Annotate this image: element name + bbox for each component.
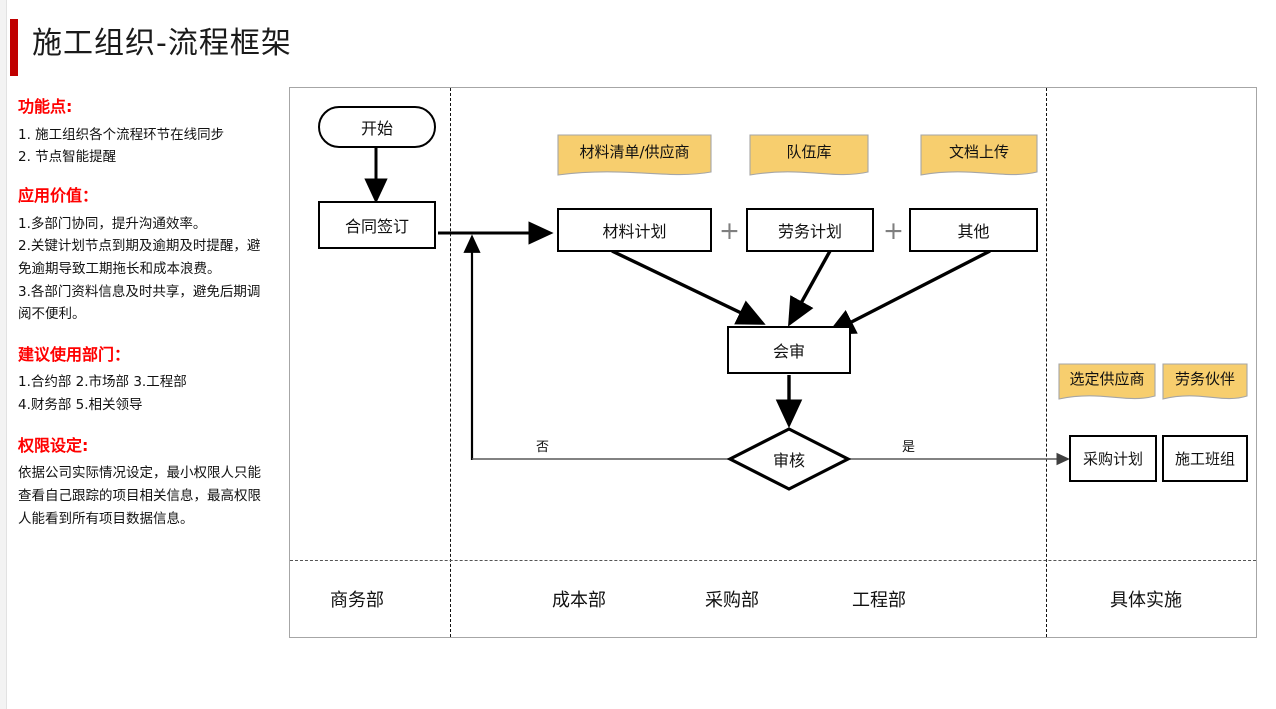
- features-line-2: 2. 节点智能提醒: [18, 149, 117, 166]
- features-line-1: 1. 施工组织各个流程环节在线同步: [18, 126, 225, 143]
- sticky-labor-partner-label: 劳务伙伴: [1174, 369, 1235, 388]
- node-other-plan-label: 其他: [957, 222, 990, 241]
- lane-caption-engineering: 工程部: [852, 590, 906, 611]
- page-gutter: [0, 0, 7, 709]
- node-approval-decision[interactable]: 审核: [727, 426, 851, 492]
- notes-section-permissions: 权限设定: 依据公司实际情况设定，最小权限人只能 查看自己跟踪的项目相关信息，最…: [18, 435, 284, 531]
- edge-label-no: 否: [536, 440, 550, 455]
- notes-panel: 功能点: 1. 施工组织各个流程环节在线同步 2. 节点智能提醒 应用价值： 1…: [18, 96, 284, 548]
- node-contract-signing[interactable]: 合同签订: [318, 201, 436, 249]
- sticky-material-list[interactable]: 材料清单/供应商: [557, 134, 712, 182]
- node-work-team[interactable]: 施工班组: [1162, 435, 1248, 482]
- node-start[interactable]: 开始: [318, 106, 436, 148]
- lane-divider-1: [450, 88, 451, 637]
- departments-heading: 建议使用部门：: [18, 344, 131, 364]
- sticky-team-library-label: 队伍库: [786, 142, 832, 161]
- notes-section-departments: 建议使用部门： 1.合约部 2.市场部 3.工程部 4.财务部 5.相关领导: [18, 344, 284, 417]
- flowchart-frame: 开始 合同签订 材料清单/供应商 队伍库: [289, 87, 1257, 638]
- lane-divider-2: [1046, 88, 1047, 637]
- node-start-label: 开始: [360, 119, 393, 138]
- flowchart-inner: 开始 合同签订 材料清单/供应商 队伍库: [290, 88, 1256, 637]
- sticky-select-supplier[interactable]: 选定供应商: [1058, 363, 1156, 405]
- sticky-material-list-label: 材料清单/供应商: [579, 142, 690, 161]
- value-line-1: 1.多部门协同，提升沟通效率。: [18, 215, 207, 232]
- sticky-document-upload[interactable]: 文档上传: [920, 134, 1038, 182]
- node-work-team-label: 施工班组: [1174, 450, 1235, 468]
- permissions-heading: 权限设定:: [18, 435, 89, 455]
- node-joint-review[interactable]: 会审: [727, 326, 851, 374]
- permissions-line-2: 查看自己跟踪的项目相关信息，最高权限: [18, 488, 261, 505]
- node-purchase-plan-label: 采购计划: [1082, 450, 1143, 468]
- node-labor-plan[interactable]: 劳务计划: [746, 208, 874, 252]
- node-material-plan[interactable]: 材料计划: [557, 208, 712, 252]
- value-line-4: 3.各部门资料信息及时共享，避免后期调: [18, 283, 261, 300]
- node-labor-plan-label: 劳务计划: [777, 222, 842, 241]
- title-accent-bar: [10, 19, 18, 76]
- operator-plus-1: +: [719, 216, 740, 245]
- sticky-document-upload-label: 文档上传: [948, 142, 1009, 161]
- edge-label-yes: 是: [902, 440, 916, 455]
- sticky-select-supplier-label: 选定供应商: [1069, 369, 1145, 388]
- node-other-plan[interactable]: 其他: [909, 208, 1038, 252]
- node-contract-signing-label: 合同签订: [344, 217, 409, 236]
- notes-section-value: 应用价值： 1.多部门协同，提升沟通效率。 2.关键计划节点到期及逾期及时提醒，…: [18, 185, 284, 326]
- page-title: 施工组织-流程框架: [32, 26, 292, 61]
- node-approval-decision-label: 审核: [772, 451, 805, 470]
- value-line-5: 阅不便利。: [18, 306, 86, 323]
- value-line-2: 2.关键计划节点到期及逾期及时提醒，避: [18, 238, 261, 255]
- features-heading: 功能点:: [18, 97, 73, 116]
- departments-line-1: 1.合约部 2.市场部 3.工程部: [18, 374, 187, 391]
- notes-section-features: 功能点: 1. 施工组织各个流程环节在线同步 2. 节点智能提醒: [18, 96, 284, 169]
- operator-plus-2: +: [883, 216, 904, 245]
- sticky-team-library[interactable]: 队伍库: [749, 134, 869, 182]
- permissions-line-1: 依据公司实际情况设定，最小权限人只能: [18, 465, 261, 482]
- value-heading: 应用价值：: [18, 185, 99, 205]
- lane-caption-business: 商务部: [330, 590, 384, 611]
- node-material-plan-label: 材料计划: [602, 222, 667, 241]
- node-joint-review-label: 会审: [772, 342, 805, 361]
- lane-caption-implementation: 具体实施: [1110, 590, 1182, 611]
- permissions-line-3: 人能看到所有项目数据信息。: [18, 510, 194, 527]
- departments-line-2: 4.财务部 5.相关领导: [18, 397, 143, 414]
- lane-caption-divider: [290, 560, 1256, 561]
- node-purchase-plan[interactable]: 采购计划: [1069, 435, 1157, 482]
- value-line-3: 免逾期导致工期拖长和成本浪费。: [18, 260, 221, 277]
- lane-caption-cost: 成本部: [552, 590, 606, 611]
- sticky-labor-partner[interactable]: 劳务伙伴: [1162, 363, 1248, 405]
- lane-caption-procurement: 采购部: [705, 590, 759, 611]
